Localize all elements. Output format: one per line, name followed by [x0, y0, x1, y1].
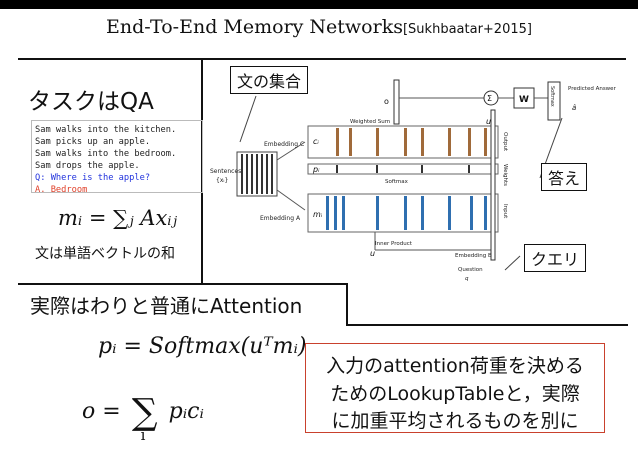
output-label: Output [502, 132, 508, 152]
input-memory-bars [326, 196, 487, 230]
embedding-formula: mᵢ = ∑ⱼ Axᵢⱼ [58, 206, 178, 230]
frame-top-line [18, 58, 626, 60]
frame-step-line [346, 283, 348, 325]
question-line: Q: Where is the apple? [35, 173, 151, 183]
weighted-sum-formula: o = ∑ i pᵢcᵢ [82, 386, 204, 444]
input-memory-block [307, 193, 499, 233]
softmax-formula: pᵢ = Softmax(uᵀmᵢ) [98, 334, 307, 359]
weights-strip [307, 163, 499, 175]
predicted-answer-label: Predicted Answer [568, 86, 617, 92]
input-label: Input [502, 204, 508, 219]
task-label: タスクはQA [28, 89, 154, 115]
sentences-callout: 文の集合 [230, 66, 309, 94]
note-line: 入力のattention荷重を決める [326, 355, 584, 377]
query-callout-pointer [504, 255, 521, 271]
frame-mid-line [18, 283, 348, 285]
m-i-label: mᵢ [313, 210, 323, 219]
q-label: q [465, 276, 469, 282]
title-citation: [Sukhbaatar+2015] [402, 22, 532, 37]
story-line: Sam walks into the bedroom. [35, 149, 177, 159]
frame-step-bottom [346, 324, 628, 326]
embedding-a-arrow [276, 189, 306, 211]
o-label: o [384, 97, 389, 106]
sentences-label: Sentences [210, 168, 241, 175]
title-text: End-To-End Memory Networks [106, 16, 403, 38]
u-bottom-label: u [370, 249, 375, 258]
u-right-label: u [486, 117, 491, 126]
formula-o-lhs: o = [82, 399, 121, 424]
embedding-a-label: Embedding A [260, 215, 301, 222]
frame-divider-line [201, 58, 203, 284]
softmax-output-column [547, 81, 561, 121]
story-line: Sam picks up an apple. [35, 137, 151, 147]
note-box: 入力のattention荷重を決める ためのLookupTableと，実際 に加… [305, 343, 605, 433]
attention-label: 実際はわりと普通にAttention [30, 294, 303, 318]
answer-callout: 答え [541, 163, 588, 191]
a-hat-label: â [572, 104, 576, 112]
formula-o-rhs: pᵢcᵢ [168, 399, 204, 424]
sum-label: Σ [487, 94, 492, 103]
softmax-right-label: Softmax [549, 86, 555, 107]
question-label: Question [458, 267, 483, 273]
output-memory-block [307, 125, 499, 159]
inner-product-label: Inner Product [375, 241, 413, 247]
weights-label: Weights [502, 164, 508, 186]
weights-bars [336, 165, 470, 173]
c-i-label: cᵢ [313, 137, 319, 146]
story-line: Sam drops the apple. [35, 161, 140, 171]
weighted-sum-label: Weighted Sum [350, 119, 390, 125]
answer-line: A. Bedroom [35, 185, 88, 195]
sentences-stack [236, 151, 278, 197]
qa-story-box: Sam walks into the kitchen. Sam picks up … [31, 120, 203, 195]
p-i-label: pᵢ [312, 165, 320, 174]
x-i-label: {xᵢ} [216, 177, 228, 184]
memn2n-diagram: Sentences {xᵢ} Embedding C Embedding A c… [210, 79, 617, 282]
u-vector [490, 109, 496, 261]
w-label: W [519, 95, 529, 105]
sentences-callout-pointer [239, 95, 257, 143]
note-line: ためのLookupTableと，実際 [330, 383, 580, 405]
query-callout: クエリ [524, 244, 587, 272]
story-line: Sam walks into the kitchen. [35, 125, 177, 135]
o-vector [393, 79, 400, 125]
embedding-note: 文は単語ベクトルの和 [35, 246, 175, 262]
softmax-mid-label: Softmax [385, 179, 409, 185]
embedding-b-label: Embedding B [455, 253, 492, 259]
output-memory-bars [336, 128, 487, 156]
slide-title: End-To-End Memory Networks[Sukhbaatar+20… [0, 16, 638, 38]
top-rule [0, 0, 638, 9]
embedding-c-arrow [276, 141, 306, 161]
sum-index: i [140, 426, 146, 444]
note-line: に加重平均されるものを別に [331, 410, 579, 432]
embedding-c-label: Embedding C [264, 141, 304, 148]
sum-symbol: ∑ [131, 392, 158, 433]
